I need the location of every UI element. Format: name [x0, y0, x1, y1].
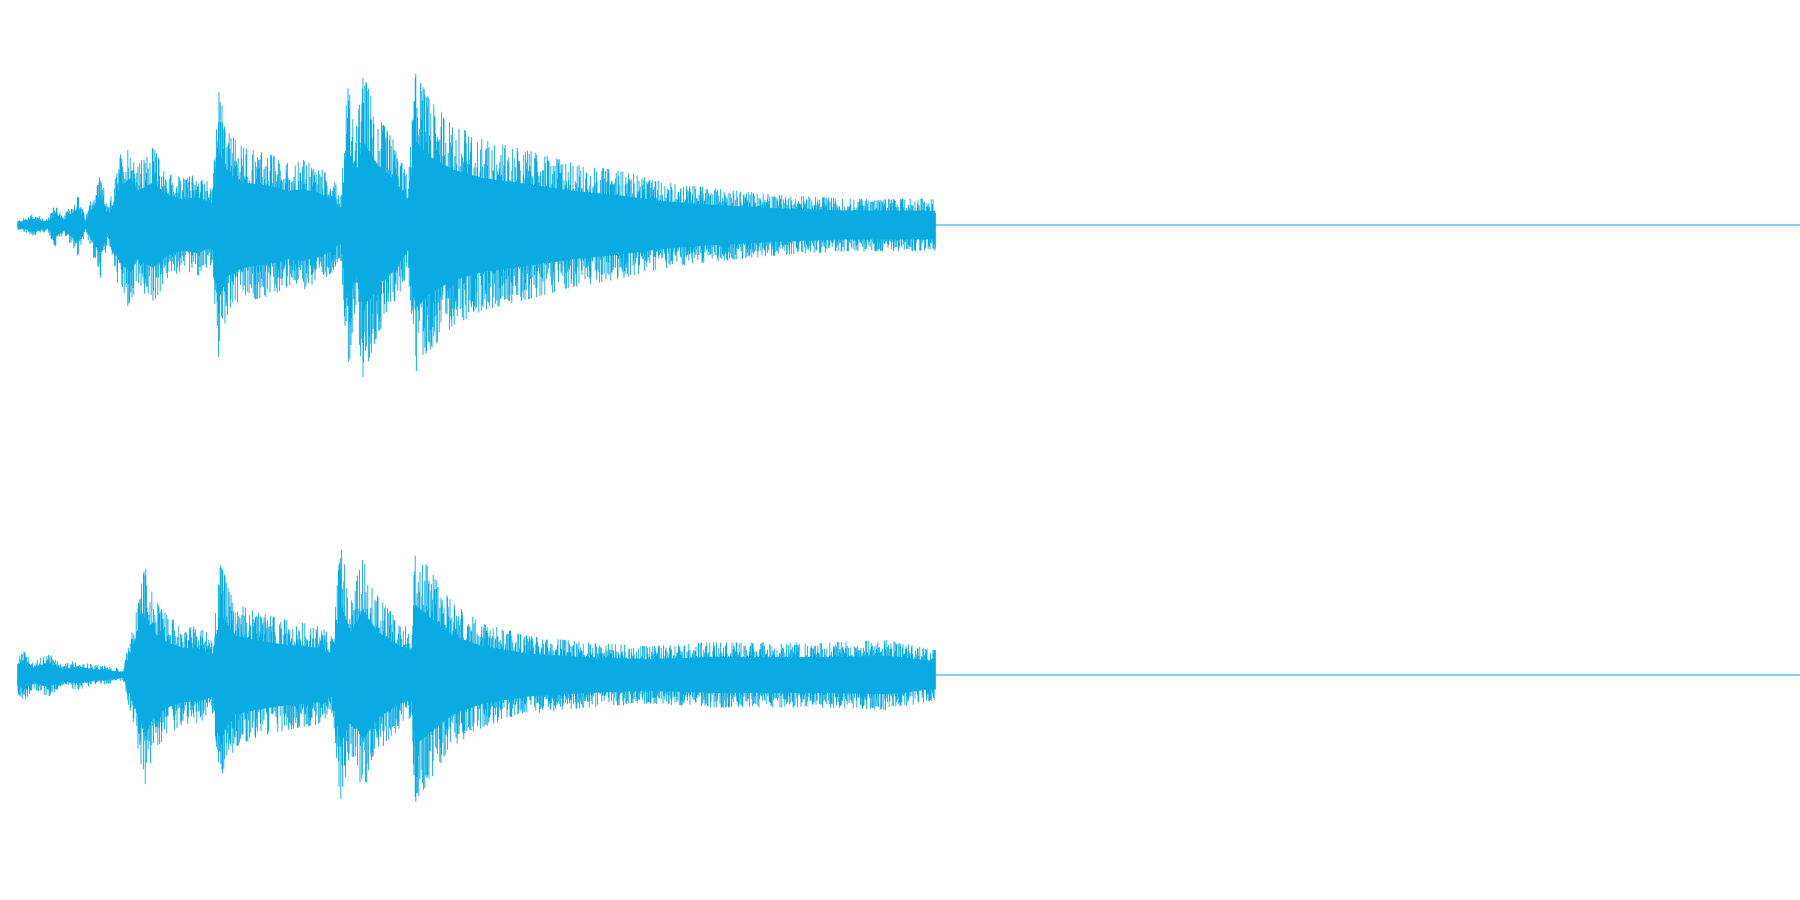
channel-waveform-core — [17, 603, 936, 747]
channel-1-waveform — [17, 73, 1800, 377]
channel-2-waveform — [17, 549, 1800, 802]
channel-waveform-core — [17, 141, 936, 309]
